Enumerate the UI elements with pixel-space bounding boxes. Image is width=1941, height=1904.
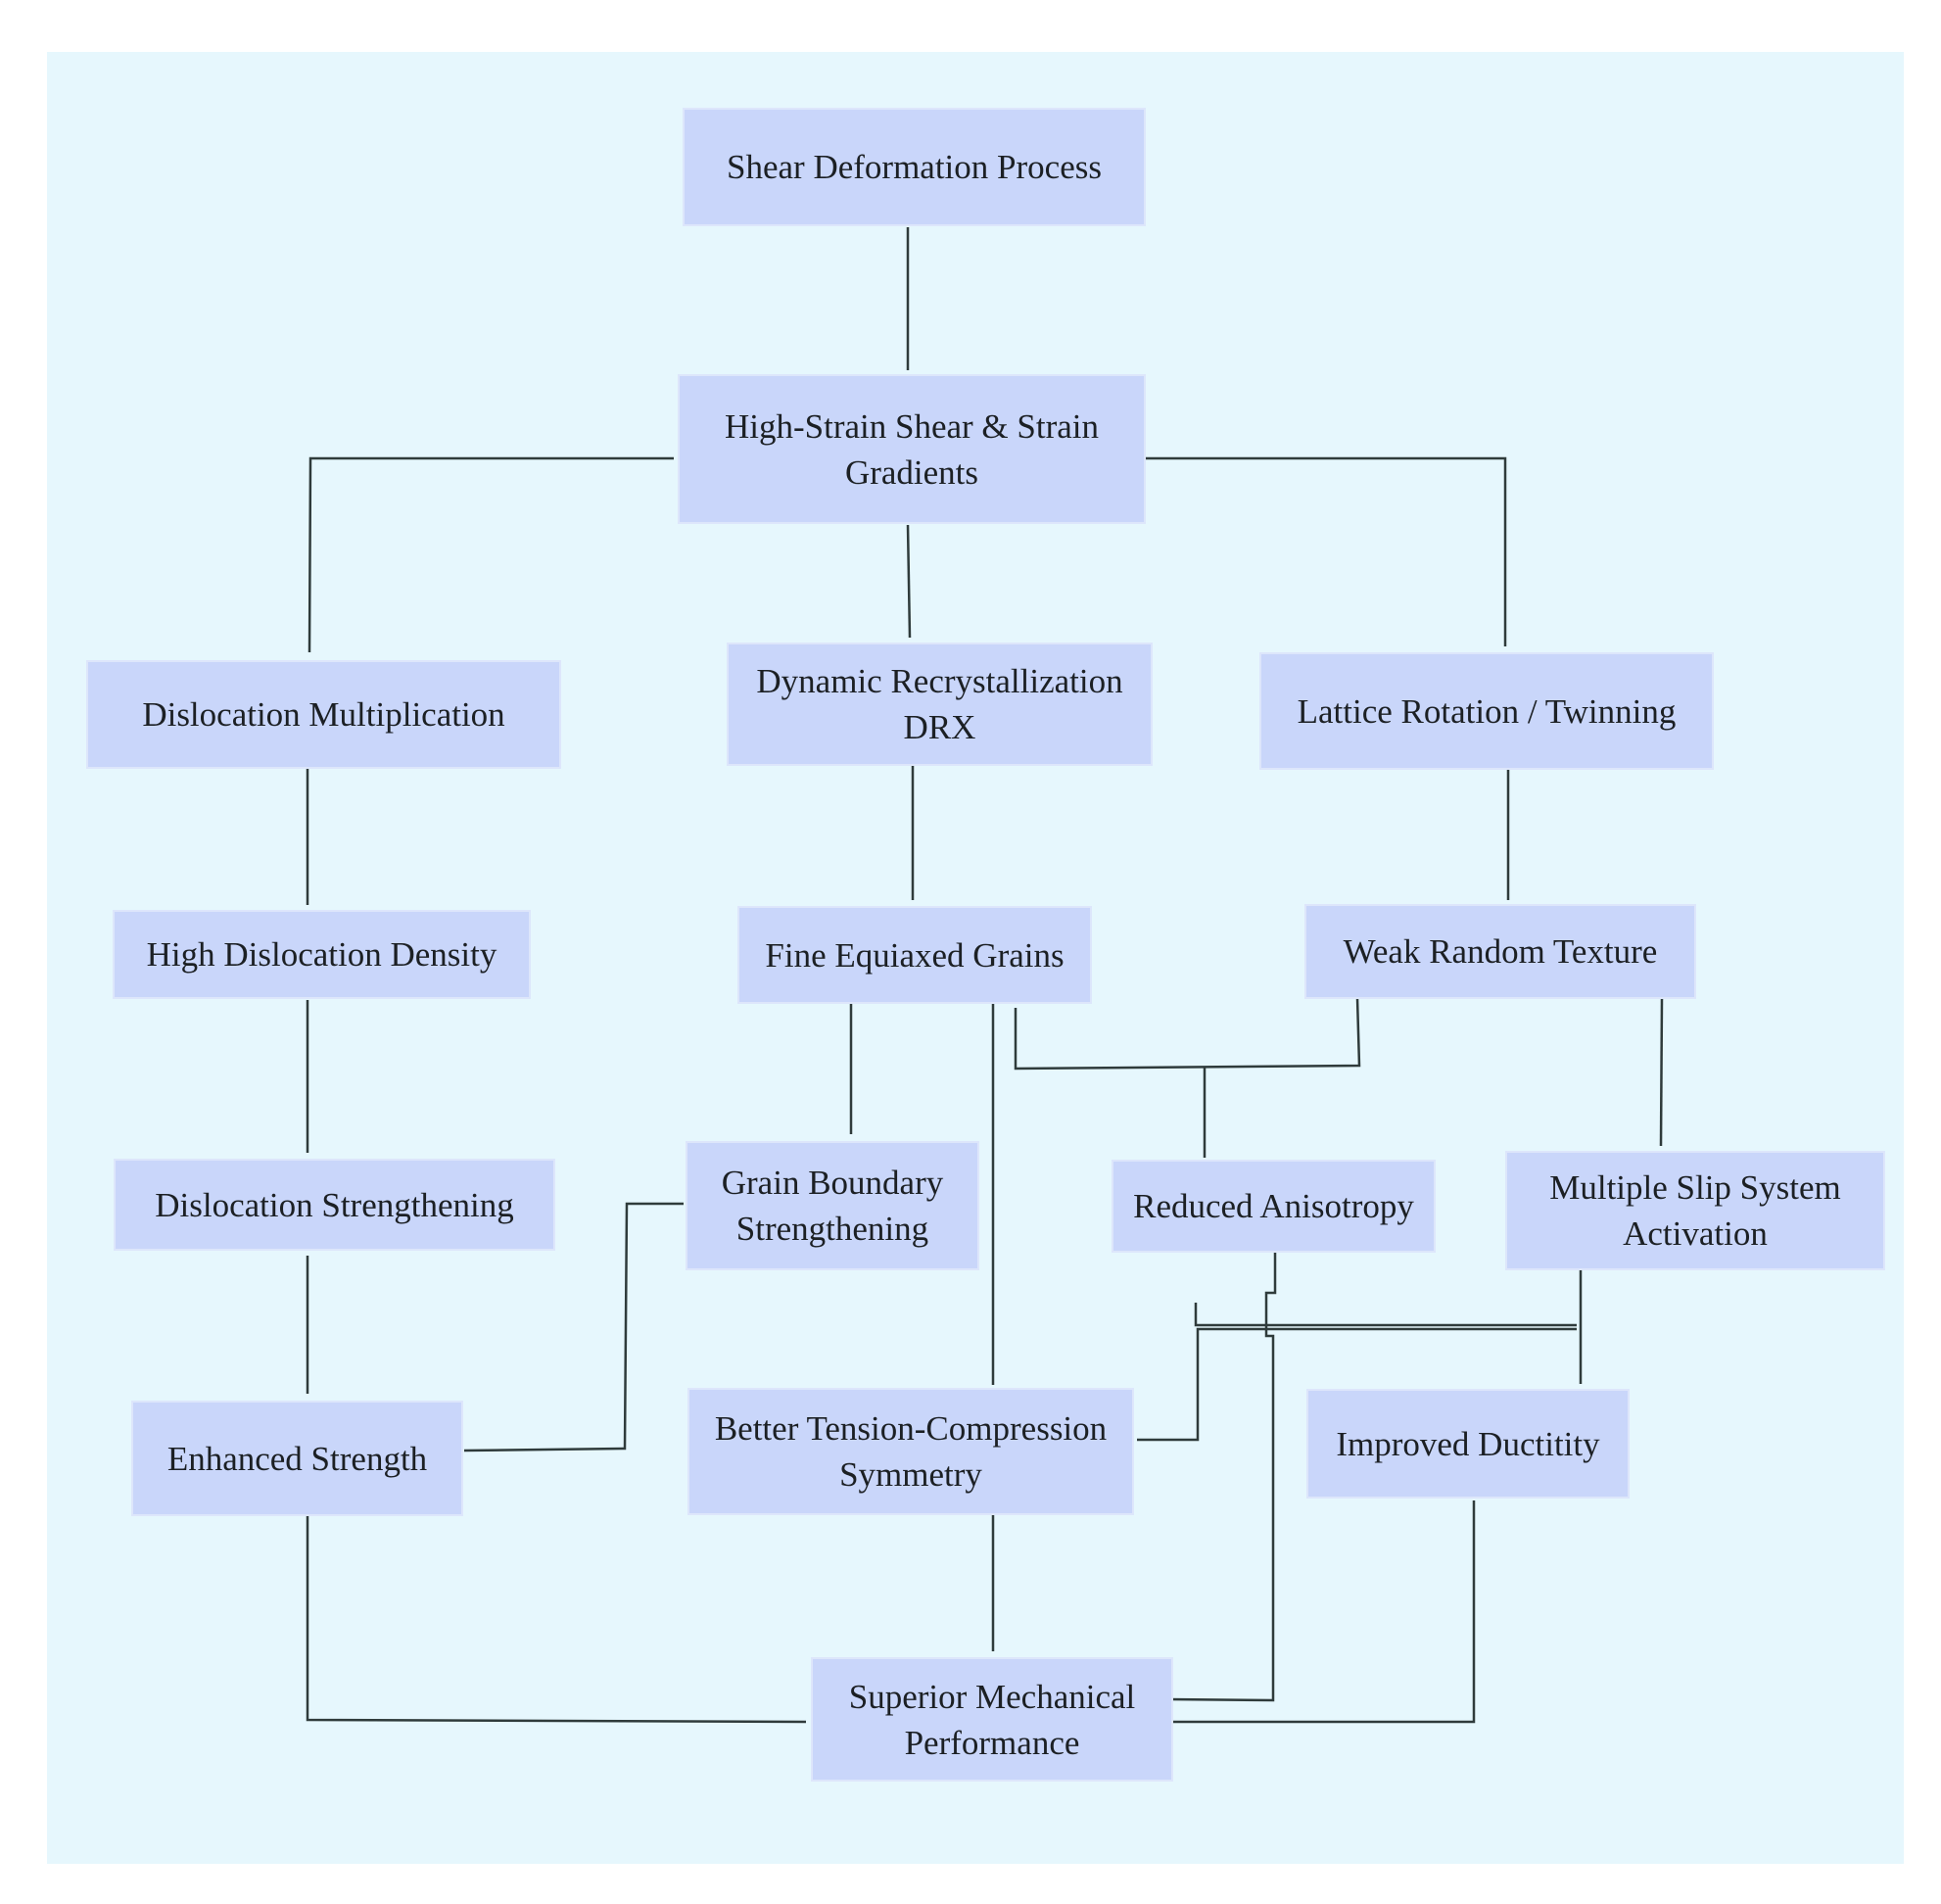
node-superior-mechanical-performance: Superior Mechanical Performance: [811, 1657, 1173, 1782]
edge-fine-equiaxed-grains-and-weak-random-texture-to-reduced-anisotropy: [1014, 997, 1361, 1158]
node-dislocation-strengthening: Dislocation Strengthening: [114, 1159, 555, 1251]
edge-multiple-slip-system-to-tension-compression-symmetry: [1194, 1303, 1577, 1327]
edge-high-strain-shear-to-lattice-rotation: [1142, 456, 1507, 646]
edge-improved-ductility-to-superior-performance: [1171, 1500, 1476, 1724]
edge-high-strain-shear-to-dynamic-recrystallization: [906, 524, 912, 639]
edge-tension-compression-symmetry-to-multiple-slip-system: [1137, 1327, 1577, 1442]
node-shear-deformation-process: Shear Deformation Process: [683, 108, 1146, 226]
node-weak-random-texture: Weak Random Texture: [1304, 904, 1696, 999]
node-dislocation-multiplication: Dislocation Multiplication: [86, 660, 561, 769]
edge-weak-random-texture-to-multiple-slip-system: [1659, 997, 1664, 1147]
node-enhanced-strength: Enhanced Strength: [131, 1401, 463, 1516]
edge-high-strain-shear-to-dislocation-multiplication: [308, 456, 674, 653]
node-dynamic-recrystallization: Dynamic Recrystallization DRX: [727, 643, 1153, 766]
node-high-strain-shear: High-Strain Shear & Strain Gradients: [678, 374, 1146, 524]
edge-enhanced-strength-to-superior-performance: [306, 1509, 807, 1724]
node-high-dislocation-density: High Dislocation Density: [113, 910, 531, 999]
node-improved-ductility: Improved Ductitity: [1306, 1389, 1630, 1499]
node-multiple-slip-system-activation: Multiple Slip System Activation: [1505, 1151, 1885, 1270]
node-lattice-rotation-twinning: Lattice Rotation / Twinning: [1259, 652, 1714, 770]
edge-grain-boundary-strengthening-to-enhanced-strength: [463, 1202, 684, 1452]
edge-reduced-anisotropy-to-superior-performance: [1167, 1253, 1277, 1702]
node-tension-compression-symmetry: Better Tension-Compression Symmetry: [687, 1388, 1134, 1515]
node-reduced-anisotropy: Reduced Anisotropy: [1112, 1160, 1436, 1253]
node-fine-equiaxed-grains: Fine Equiaxed Grains: [737, 906, 1092, 1004]
node-grain-boundary-strengthening: Grain Boundary Strengthening: [686, 1141, 979, 1270]
